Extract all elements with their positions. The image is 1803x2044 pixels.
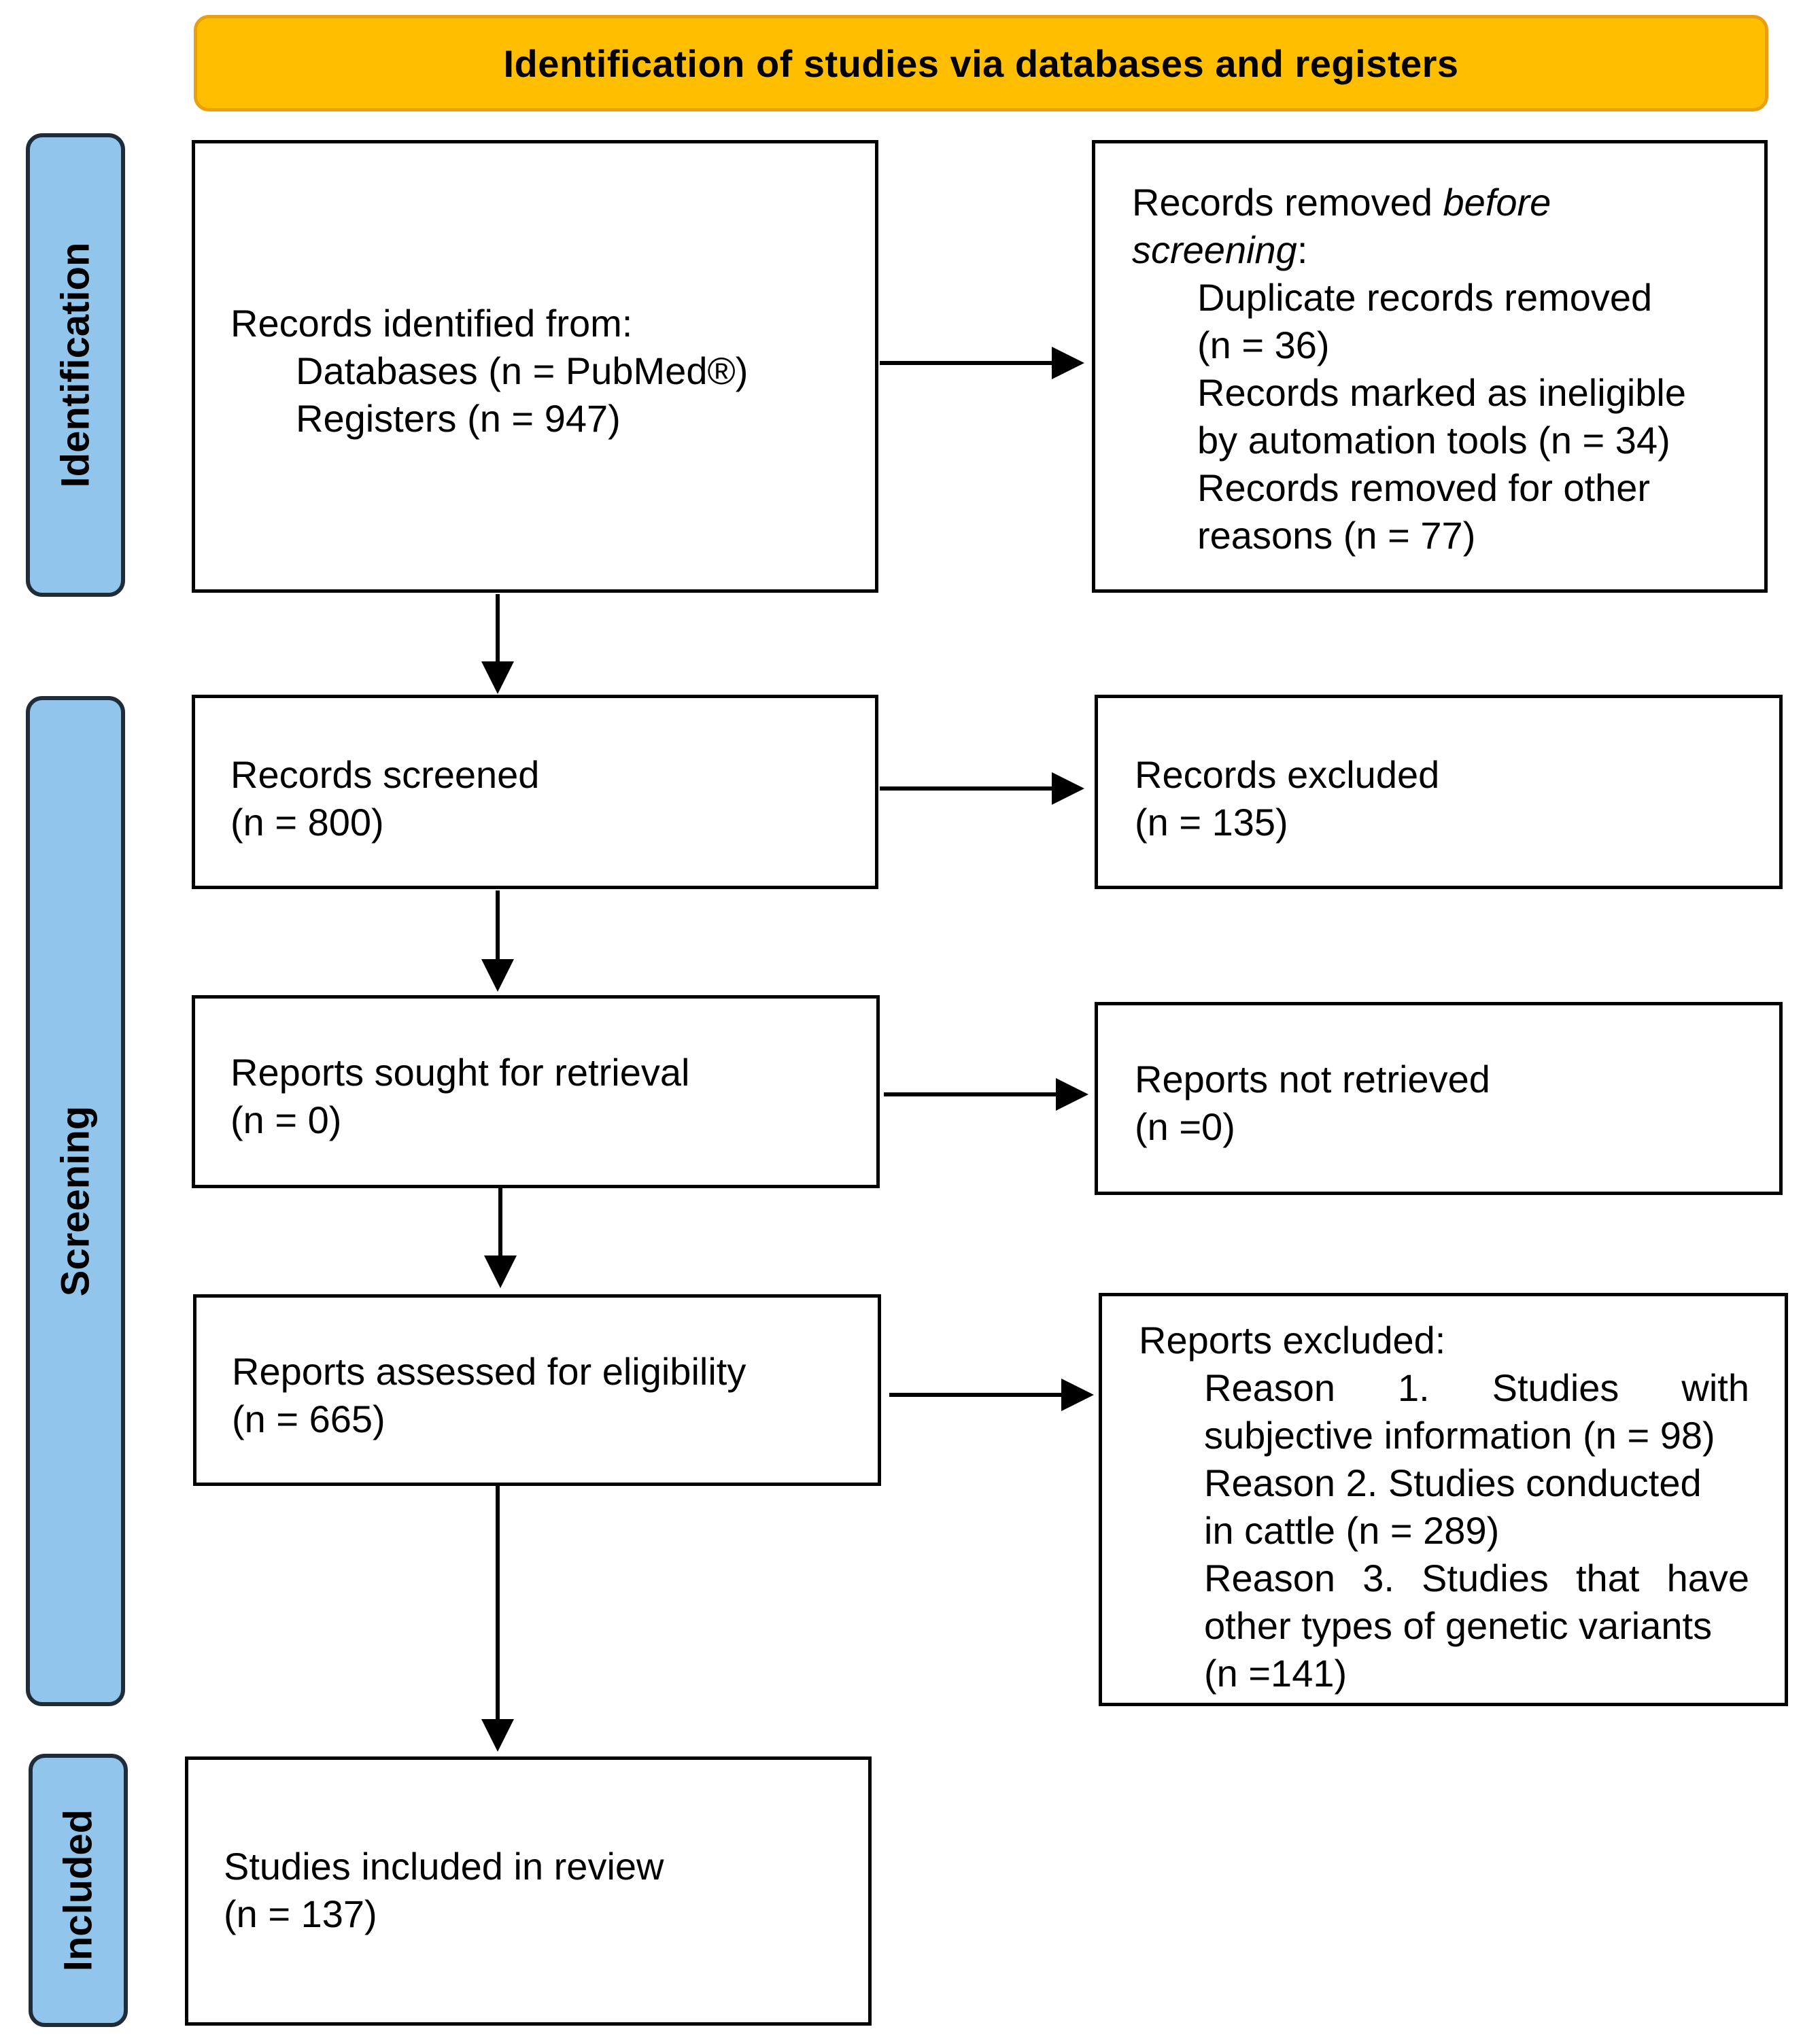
reports-sought-label: Reports sought for retrieval (230, 1051, 690, 1094)
studies-included-label: Studies included in review (224, 1845, 664, 1888)
records-removed-other-line2: reasons (n = 77) (1197, 514, 1476, 557)
reason2-line1: Reason 2. Studies conducted (1204, 1461, 1702, 1504)
records-removed-duplicates-line1: Duplicate records removed (1197, 276, 1653, 319)
records-identified-databases: Databases (n = PubMed®) (296, 349, 749, 392)
records-removed-duplicates-line2: (n = 36) (1197, 324, 1330, 366)
records-removed-ineligible-line1: Records marked as ineligible (1197, 371, 1687, 414)
records-removed-heading-colon: : (1297, 228, 1308, 271)
records-removed-heading-screening: screening (1132, 228, 1297, 271)
records-removed-heading-text: Records removed (1132, 181, 1443, 224)
reports-not-retrieved-label: Reports not retrieved (1135, 1058, 1490, 1101)
reason3-line3: (n =141) (1204, 1652, 1347, 1695)
stage-identification: Identification (26, 133, 125, 597)
records-screened-count: (n = 800) (230, 801, 384, 844)
stage-banner: Identification of studies via databases … (194, 15, 1768, 111)
records-removed-heading-before: before (1443, 181, 1551, 224)
box-studies-included: Studies included in review (n = 137) (185, 1756, 872, 2026)
reports-assessed-label: Reports assessed for eligibility (232, 1350, 746, 1393)
box-reports-excluded: Reports excluded: Reason 1. Studies with… (1099, 1293, 1788, 1706)
box-records-identified: Records identified from: Databases (n = … (192, 140, 878, 593)
reports-sought-count: (n = 0) (230, 1098, 342, 1141)
records-removed-other-line1: Records removed for other (1197, 466, 1651, 509)
records-excluded-count: (n = 135) (1135, 801, 1288, 844)
stage-included: Included (29, 1754, 128, 2027)
reason1-word: 1. (1397, 1366, 1430, 1409)
reason1-line1: Reason 1. Studies with (1204, 1364, 1749, 1412)
box-reports-not-retrieved: Reports not retrieved (n =0) (1095, 1002, 1783, 1195)
box-reports-assessed: Reports assessed for eligibility (n = 66… (193, 1294, 881, 1486)
box-reports-sought: Reports sought for retrieval (n = 0) (192, 995, 880, 1188)
reason3-word: Reason (1204, 1557, 1336, 1599)
reason3-word: that (1576, 1557, 1640, 1599)
reports-assessed-count: (n = 665) (232, 1398, 385, 1440)
stage-screening: Screening (26, 696, 125, 1706)
records-removed-ineligible-line2: by automation tools (n = 34) (1197, 419, 1670, 462)
records-removed-heading-line1: Records removed before (1132, 179, 1764, 226)
box-records-excluded: Records excluded (n = 135) (1095, 695, 1783, 889)
reason1-word: Studies (1492, 1366, 1619, 1409)
box-records-removed: Records removed before screening: Duplic… (1092, 140, 1768, 593)
reason3-word: 3. (1362, 1557, 1394, 1599)
records-removed-heading-line2: screening: (1132, 226, 1764, 274)
reason3-line2: other types of genetic variants (1204, 1604, 1713, 1647)
records-identified-registers: Registers (n = 947) (296, 397, 621, 440)
reason1-word: Reason (1204, 1366, 1336, 1409)
reason1-line2: subjective information (n = 98) (1204, 1414, 1715, 1457)
reports-excluded-heading: Reports excluded: (1139, 1319, 1446, 1362)
reports-excluded-reasons: Reason 1. Studies with subjective inform… (1139, 1364, 1749, 1697)
reason3-line1: Reason 3. Studies that have (1204, 1555, 1749, 1602)
reason2-line2: in cattle (n = 289) (1204, 1509, 1500, 1552)
studies-included-count: (n = 137) (224, 1892, 377, 1935)
reports-not-retrieved-count: (n =0) (1135, 1105, 1235, 1148)
records-excluded-label: Records excluded (1135, 753, 1440, 796)
reason1-word: with (1681, 1366, 1749, 1409)
box-records-screened: Records screened (n = 800) (192, 695, 878, 889)
banner-title: Identification of studies via databases … (503, 41, 1459, 85)
records-screened-label: Records screened (230, 753, 540, 796)
reason3-word: have (1666, 1557, 1749, 1599)
reason3-word: Studies (1422, 1557, 1549, 1599)
records-identified-heading: Records identified from: (230, 302, 633, 345)
